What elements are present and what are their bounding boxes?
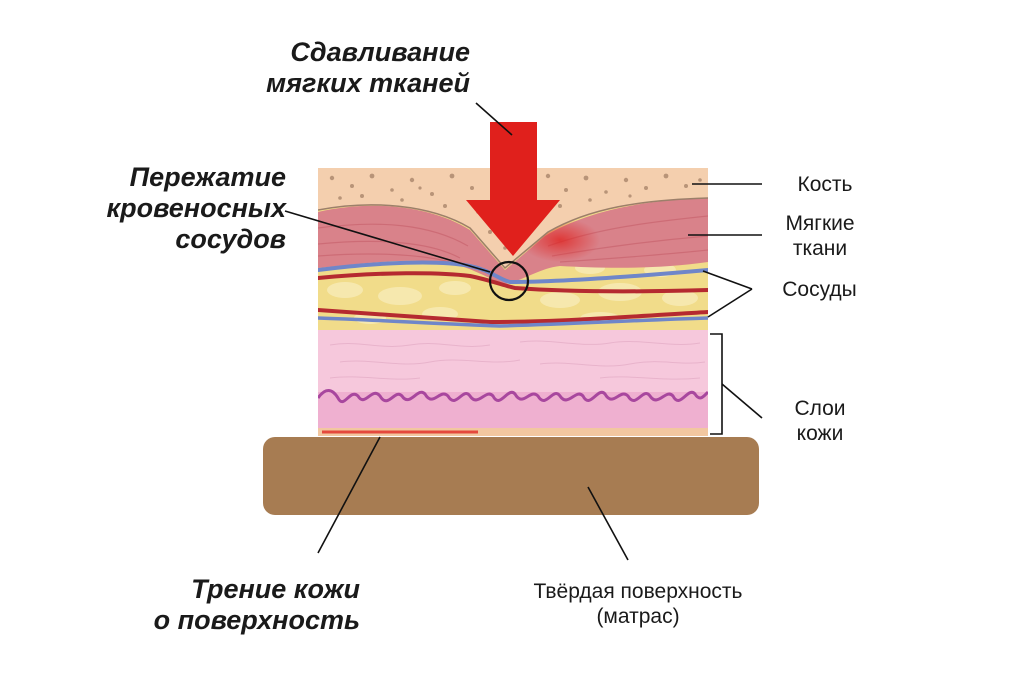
vessels — [318, 260, 708, 328]
bone-label: Кость — [797, 173, 853, 196]
vessel-pinch-circle — [488, 260, 530, 302]
vessels-label: Сосуды — [782, 278, 857, 301]
friction-label: Трение кожи о поверхность — [153, 574, 360, 635]
skin-layers-label: Слои кожи — [794, 397, 846, 445]
soft-tissue-label: Мягкие ткани — [785, 212, 855, 260]
soft-tissue-layer — [318, 198, 708, 284]
mattress — [263, 437, 759, 515]
vein-upper — [318, 260, 708, 285]
surface-label: Твёрдая поверхность (матрас) — [533, 580, 743, 628]
dermal-junction — [318, 389, 708, 404]
vessel-pinch-label: Пережатие кровеносных сосудов — [106, 162, 286, 254]
compression-arrow — [466, 122, 560, 256]
skin-surface — [318, 428, 708, 436]
compression-label: Сдавливание мягких тканей — [266, 37, 470, 98]
artery-lower — [318, 308, 708, 325]
vein-lower — [318, 316, 708, 328]
skin-texture — [329, 340, 706, 380]
artery-upper — [318, 271, 708, 294]
leader-lines — [284, 102, 763, 561]
